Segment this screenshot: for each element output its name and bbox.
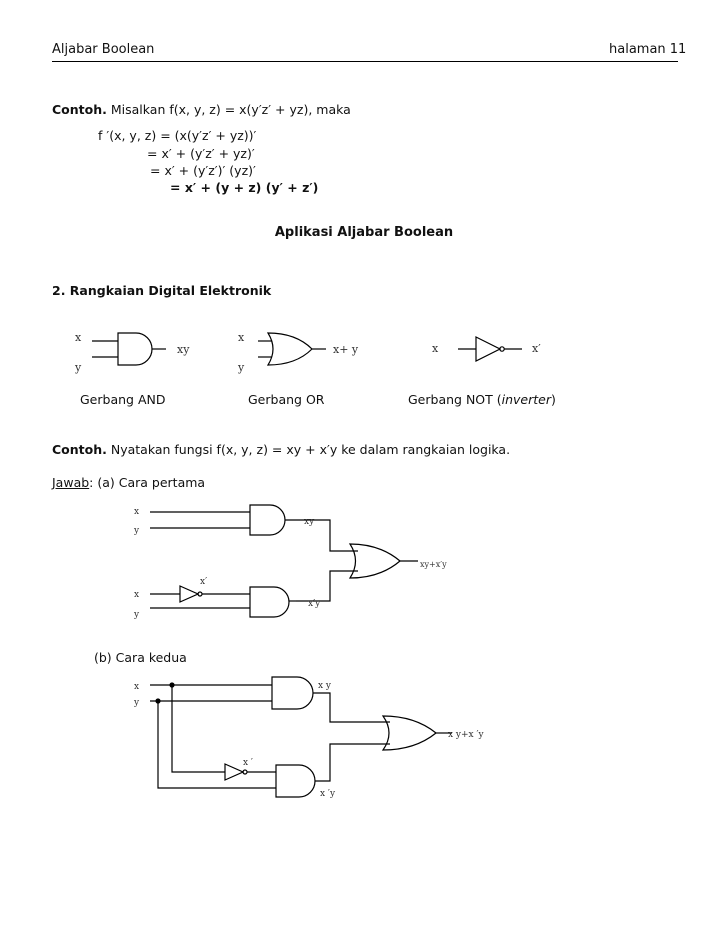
c2-and2-output-label: x ′y: [320, 789, 336, 799]
c1-x-bot-label: x: [134, 590, 139, 600]
derivation-line-1: f ′(x, y, z) = (x(y′z′ + yz))′: [98, 128, 257, 143]
example2-text: Nyatakan fungsi f(x, y, z) = xy + x′y ke…: [110, 442, 511, 457]
method-b-label: (b) Cara kedua: [94, 650, 187, 665]
answer-line: Jawab: (a) Cara pertama: [52, 475, 205, 490]
or-input-y-label: y: [237, 361, 245, 374]
c1-and-output-label: xy: [304, 517, 315, 527]
header-rule: [52, 61, 678, 62]
c2-and-output-label: x y: [318, 681, 332, 691]
not-output-label: x′: [532, 342, 541, 355]
c1-and2-output-label: x′y: [308, 599, 321, 609]
or-gate-symbol: [258, 332, 326, 366]
example1-label: Contoh.: [52, 102, 107, 117]
page-number: halaman 11: [609, 42, 687, 57]
c2-or-output-label: x y+x ′y: [448, 730, 485, 740]
c1-x-top-label: x: [134, 507, 139, 517]
c1-y-bot-label: y: [133, 610, 140, 620]
and-input-y-label: y: [74, 361, 82, 374]
circuit2-wires: [150, 676, 452, 798]
or-output-label: x+ y: [333, 343, 359, 356]
not-gate-symbol: [458, 336, 522, 362]
example2-label: Contoh.: [52, 442, 107, 457]
c1-or-output-label: xy+x′y: [420, 560, 447, 569]
derivation-line-4: = x′ + (y + z) (y′ + z′): [170, 180, 319, 195]
section-title: Aplikasi Aljabar Boolean: [274, 225, 454, 240]
c2-x-label: x: [134, 682, 139, 692]
c2-not-output-label: x ′: [243, 758, 253, 768]
example1-intro: Contoh. Misalkan f(x, y, z) = x(y′z′ + y…: [52, 102, 351, 117]
c2-y-label: y: [133, 698, 140, 708]
c1-not-output-label: x′: [200, 577, 207, 587]
not-input-label: x: [432, 342, 439, 355]
or-input-x-label: x: [238, 331, 245, 344]
and-gate-caption: Gerbang AND: [80, 392, 166, 407]
not-gate-caption: Gerbang NOT (inverter): [408, 392, 556, 407]
header-title: Aljabar Boolean: [52, 42, 155, 57]
subsection-title: 2. Rangkaian Digital Elektronik: [52, 283, 272, 298]
and-gate-symbol: [92, 332, 166, 366]
answer-label: Jawab: [52, 475, 90, 490]
derivation-line-2: = x′ + (y′z′ + yz)′: [147, 146, 255, 161]
example2-intro: Contoh. Nyatakan fungsi f(x, y, z) = xy …: [52, 442, 510, 457]
derivation-line-3: = x′ + (y′z′)′ (yz)′: [150, 163, 256, 178]
answer-method-a: : (a) Cara pertama: [89, 475, 206, 490]
and-output-label: xy: [177, 343, 190, 356]
or-gate-caption: Gerbang OR: [248, 392, 325, 407]
and-input-x-label: x: [75, 331, 82, 344]
example1-text: Misalkan f(x, y, z) = x(y′z′ + yz), maka: [110, 102, 351, 117]
c1-y-top-label: y: [133, 526, 140, 536]
circuit1-wires: [150, 504, 418, 618]
